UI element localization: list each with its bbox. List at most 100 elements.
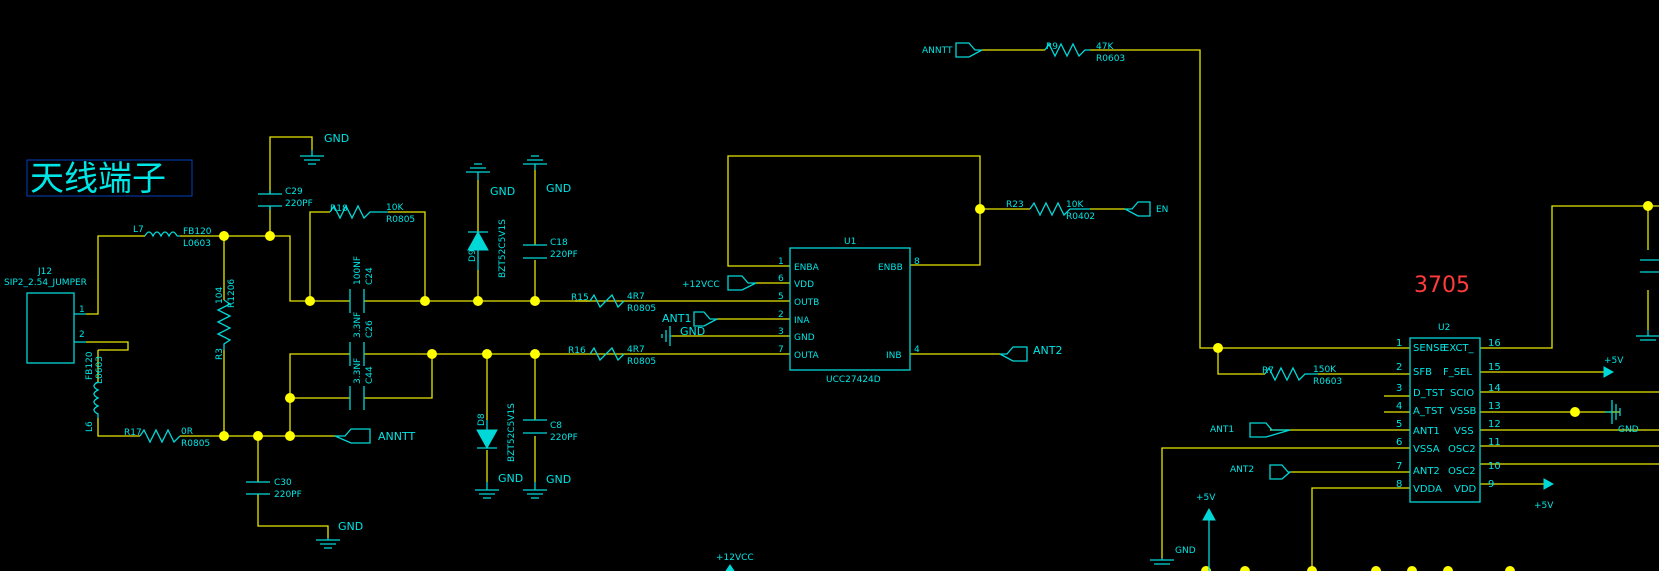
junction: [1407, 566, 1417, 571]
d8-ref: D8: [477, 413, 487, 426]
title-block: 天线端子: [26, 159, 193, 199]
gnd-icon: [1636, 330, 1659, 341]
gnd-icon: [523, 155, 547, 170]
chip-3705-label: 3705: [1414, 273, 1470, 298]
junction: [285, 431, 295, 441]
capacitor-c8[interactable]: C8 220PF: [523, 419, 578, 443]
r17-value: 0R: [181, 427, 193, 437]
resistor-r17[interactable]: R17 0R R0805: [124, 427, 210, 449]
resistor-r15[interactable]: R15 4R7 R0805: [571, 292, 656, 314]
u2-lname: SENSE: [1413, 343, 1446, 354]
gnd-icon: [523, 482, 547, 499]
r17-ref: R17: [124, 428, 142, 438]
junction: [975, 204, 985, 214]
u2-rname: F_SEL: [1443, 367, 1472, 378]
gnd-label: GND: [490, 185, 515, 198]
junction: [1643, 201, 1653, 211]
u2-rname: EXCT_: [1443, 343, 1475, 354]
u2-rnum: 11: [1488, 437, 1501, 448]
capacitor-c44[interactable]: C44 3.3NF: [349, 358, 375, 410]
u1-pin-num: 1: [778, 257, 784, 267]
u2-rnum: 9: [1488, 479, 1494, 490]
u2-lnum: 5: [1396, 419, 1402, 430]
l6-footprint: L0603: [95, 356, 105, 384]
capacitor-c30[interactable]: C30 220PF: [246, 478, 302, 500]
resistor-r3[interactable]: R3 104 R1206: [215, 279, 237, 360]
diode-d8[interactable]: D8 BZT52C5V1S: [476, 403, 517, 462]
resistor-r7[interactable]: R7 150K R0603: [1262, 365, 1342, 387]
inductor-l7[interactable]: L7 FB120 L0603: [133, 225, 212, 249]
chip-u2[interactable]: U2 1 SENSE EXCT_ 16 2 SFB F_SEL 15 3 D_T…: [1396, 323, 1501, 503]
gnd-label: GND: [1175, 546, 1196, 556]
u2-pins: 1 SENSE EXCT_ 16 2 SFB F_SEL 15 3 D_TST …: [1396, 338, 1501, 495]
r15-footprint: R0805: [627, 304, 656, 314]
r7-value: 150K: [1313, 365, 1337, 375]
junction: [530, 349, 540, 359]
resistor-r16[interactable]: R16 4R7 R0805: [568, 345, 656, 367]
inductor-l6[interactable]: L6 FB120 L0603: [85, 351, 105, 432]
r16-footprint: R0805: [627, 357, 656, 367]
anntt-label: ANNTT: [378, 430, 416, 443]
r17-footprint: R0805: [181, 439, 210, 449]
resistor-r18[interactable]: R18 10K R0805: [329, 203, 415, 225]
u2-rnum: 16: [1488, 338, 1501, 349]
junction: [253, 431, 263, 441]
r15-ref: R15: [571, 293, 589, 303]
ant2-u1-label: ANT2: [1033, 344, 1062, 357]
resistor-r9[interactable]: R9 47K R0603: [1044, 42, 1125, 64]
l6-ref: L6: [85, 421, 95, 432]
net-flags: ANNTT ANNTT +12VCC ANT1 ANT2 EN ANT1 ANT…: [334, 42, 1624, 571]
gnd-label: GND: [546, 473, 571, 486]
diode-d9[interactable]: D9 BZT52C5V1S: [467, 219, 508, 278]
title-cn: 天线端子: [30, 159, 166, 199]
chip-u1[interactable]: U1 UCC27424D 1 ENBA 6 VDD 5 OUTB 2 INA 3…: [778, 237, 920, 385]
junction: [530, 296, 540, 306]
l6-value: FB120: [85, 351, 95, 380]
j12-pin1: 1: [79, 305, 85, 315]
c30-value: 220PF: [274, 490, 302, 500]
u2-rname: VSS: [1454, 426, 1474, 437]
u2-rnum: 15: [1488, 362, 1501, 373]
resistor-r23[interactable]: R23 10K R0402: [1006, 200, 1095, 222]
c30-ref: C30: [274, 478, 292, 488]
r23-value: 10K: [1066, 200, 1084, 210]
r3-value: 104: [215, 287, 225, 304]
v5-label: +5V: [1534, 501, 1554, 511]
wires: [86, 49, 1659, 571]
r9-value: 47K: [1096, 42, 1114, 52]
j12-value: SIP2_2.54_JUMPER: [4, 278, 87, 288]
c18-ref: C18: [550, 238, 568, 248]
u1-pin-num: 6: [778, 274, 784, 284]
v12-label: +12VCC: [682, 280, 720, 290]
u1-pin-num: 4: [914, 345, 920, 355]
junction: [1371, 566, 1381, 571]
capacitor-c18[interactable]: C18 220PF: [523, 238, 578, 260]
ant1-u1-label: ANT1: [662, 312, 691, 325]
c26-ref: C26: [365, 320, 375, 338]
u1-pin-name: OUTB: [794, 298, 819, 308]
u2-rname: SCIO: [1450, 388, 1474, 399]
u2-lnum: 3: [1396, 383, 1402, 394]
u2-rnum: 10: [1488, 461, 1501, 472]
connector-j12[interactable]: J12 SIP2_2.54_JUMPER 1 2: [4, 267, 87, 364]
capacitor-c26[interactable]: C26 3.3NF: [349, 312, 375, 366]
u2-lnum: 1: [1396, 338, 1402, 349]
junction: [1570, 407, 1580, 417]
junction: [305, 296, 315, 306]
u2-lname: VDDA: [1413, 484, 1442, 495]
capacitor-c24[interactable]: C24 100NF: [349, 256, 375, 313]
junction: [427, 349, 437, 359]
capacitor-partial: [1640, 259, 1659, 273]
j12-pin2: 2: [79, 330, 85, 340]
r16-ref: R16: [568, 346, 586, 356]
u1-pin-name: VDD: [794, 280, 814, 290]
u2-lname: SFB: [1413, 367, 1432, 378]
gnd-label: GND: [1618, 425, 1639, 435]
u1-right-pins: ENBB 8 INB 4: [878, 257, 920, 361]
gnd-icon: [300, 150, 324, 165]
c8-ref: C8: [550, 421, 562, 431]
capacitor-c29[interactable]: C29 220PF: [258, 187, 313, 210]
gnd-icon: [1150, 558, 1174, 565]
u1-pin-num: 7: [778, 345, 784, 355]
